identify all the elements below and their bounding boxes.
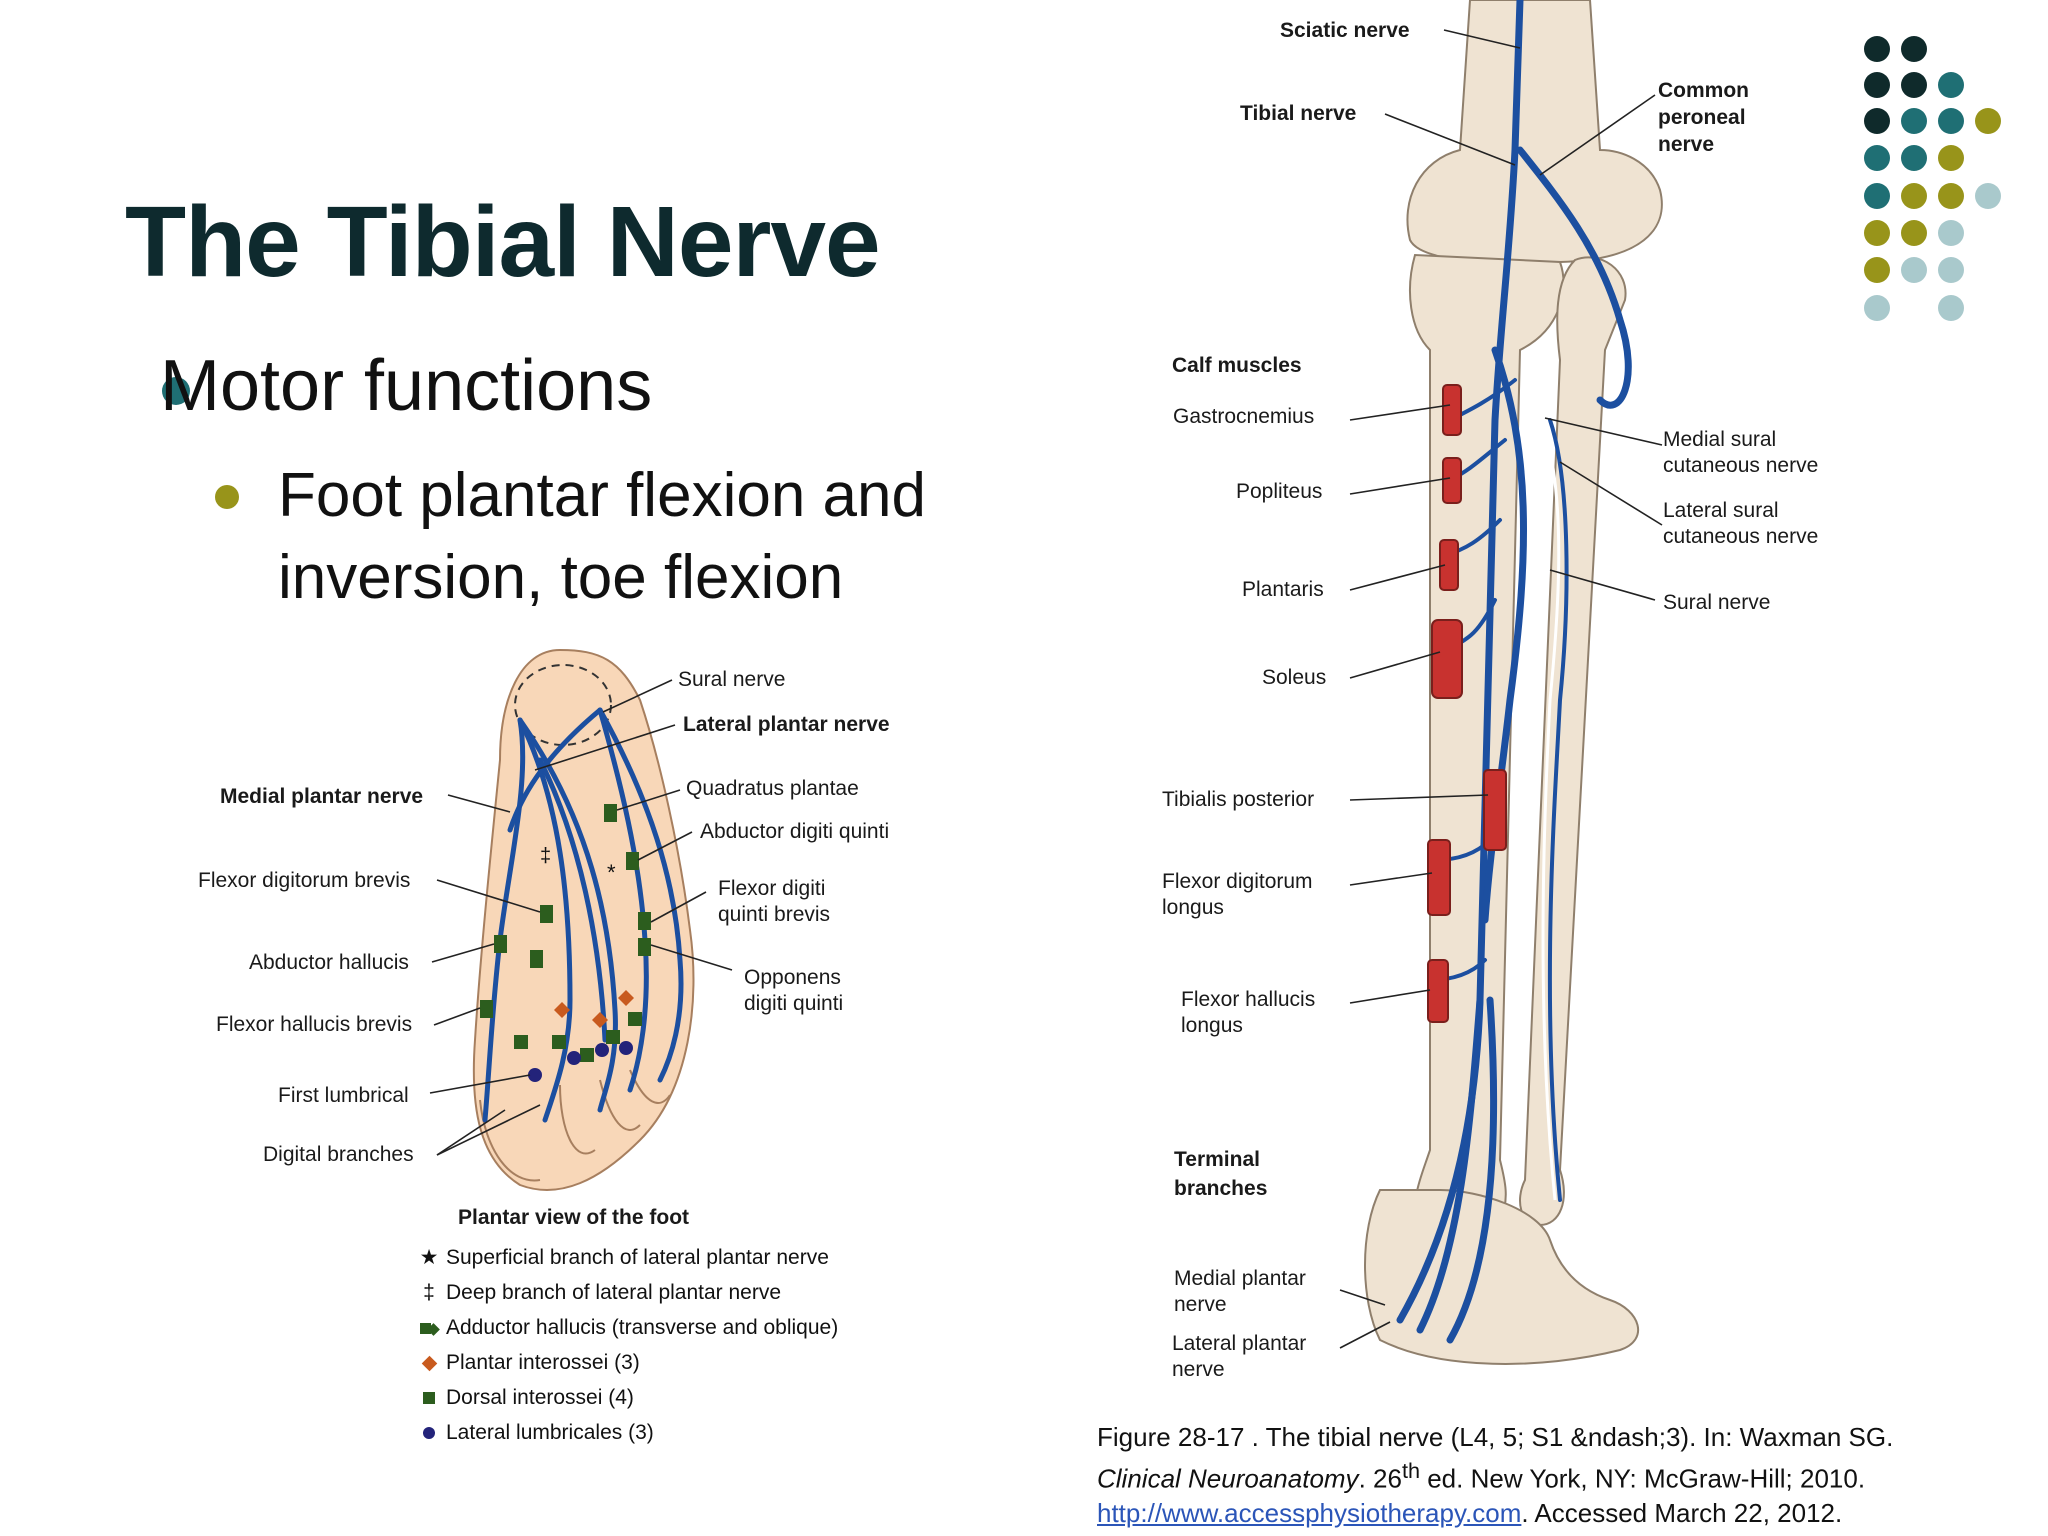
label-line: Medial plantar xyxy=(1174,1267,1306,1290)
source-link[interactable]: http://www.accessphysiotherapy.com xyxy=(1097,1497,1522,1528)
green-square-icon xyxy=(418,1380,440,1415)
bullet-plantar-flexion: Foot plantar flexion and inversion, toe … xyxy=(278,455,926,619)
slide-title: The Tibial Nerve xyxy=(125,186,881,298)
legend-text: Plantar interossei (3) xyxy=(446,1351,640,1374)
label-plantaris: Plantaris xyxy=(1242,578,1324,601)
navy-circle-icon xyxy=(418,1415,440,1450)
label-sciatic-nerve: Sciatic nerve xyxy=(1280,19,1410,42)
bullet-line-2: inversion, toe flexion xyxy=(278,543,844,612)
label-lateral-plantar-nerve-leg: Lateral plantar nerve xyxy=(1172,1331,1306,1383)
label-line: Flexor hallucis xyxy=(1181,988,1316,1011)
label-lateral-sural-cutaneous: Lateral sural cutaneous nerve xyxy=(1663,498,1818,550)
legend-row: ★ Superficial branch of lateral plantar n… xyxy=(418,1240,838,1275)
label-line: cutaneous nerve xyxy=(1663,454,1819,477)
green-square-diamond-icon xyxy=(418,1310,440,1345)
label-tibialis-posterior: Tibialis posterior xyxy=(1162,788,1315,811)
label-line: Opponens xyxy=(744,966,841,989)
label-calf-muscles: Calf muscles xyxy=(1172,354,1302,377)
caption-book-title: Clinical Neuroanatomy xyxy=(1097,1463,1359,1494)
label-medial-sural-cutaneous: Medial sural cutaneous nerve xyxy=(1663,427,1818,479)
foot-leader-lines xyxy=(429,679,733,1156)
label-line: Common xyxy=(1658,79,1749,102)
foot-muscle-markers xyxy=(480,804,651,1082)
label-line: Lateral plantar xyxy=(1172,1332,1307,1355)
bullet-motor-functions: Motor functions xyxy=(160,346,653,426)
leg-leader-lines xyxy=(1339,29,1663,1349)
legend-row: Lateral lumbricales (3) xyxy=(418,1415,838,1450)
legend-row: Plantar interossei (3) xyxy=(418,1345,838,1380)
label-line: Flexor digitorum xyxy=(1162,870,1313,893)
label-sural-nerve-leg: Sural nerve xyxy=(1663,591,1771,614)
caption-line-3: http://www.accessphysiotherapy.com. Acce… xyxy=(1097,1496,1893,1530)
label-line: Medial sural xyxy=(1663,428,1777,451)
label-line: nerve xyxy=(1174,1293,1227,1316)
legend-row: Adductor hallucis (transverse and obliqu… xyxy=(418,1310,838,1345)
legend-text: Superficial branch of lateral plantar ne… xyxy=(446,1246,829,1269)
label-lateral-plantar-nerve: Lateral plantar nerve xyxy=(683,713,890,736)
label-sural-nerve-foot: Sural nerve xyxy=(678,668,786,691)
caption-line-2: Clinical Neuroanatomy. 26th ed. New York… xyxy=(1097,1454,1893,1496)
legend-text: Dorsal interossei (4) xyxy=(446,1386,634,1409)
label-digital-branches: Digital branches xyxy=(263,1143,414,1166)
caption-superscript: th xyxy=(1401,1458,1420,1483)
caption-publisher: ed. New York, NY: McGraw-Hill; 2010. xyxy=(1420,1463,1866,1494)
label-flexor-hallucis-longus: Flexor hallucis longus xyxy=(1181,987,1315,1039)
label-popliteus: Popliteus xyxy=(1236,480,1323,503)
label-line: digiti quinti xyxy=(744,992,844,1015)
label-soleus: Soleus xyxy=(1262,666,1327,689)
heel-outline xyxy=(514,664,612,746)
label-flexor-hallucis-brevis: Flexor hallucis brevis xyxy=(216,1013,413,1036)
caption-edition: . 26 xyxy=(1358,1463,1402,1494)
label-line: nerve xyxy=(1172,1358,1225,1381)
legend-text: Adductor hallucis (transverse and obliqu… xyxy=(446,1316,839,1339)
label-medial-plantar-nerve: Medial plantar nerve xyxy=(220,785,424,808)
label-line: cutaneous nerve xyxy=(1663,525,1819,548)
legend-row: ‡ Deep branch of lateral plantar nerve xyxy=(418,1275,838,1310)
legend-text: Lateral lumbricales (3) xyxy=(446,1421,654,1444)
foot-dagger-mark: ‡ xyxy=(540,845,551,867)
caption-line-1: Figure 28-17 . The tibial nerve (L4, 5; … xyxy=(1097,1422,1894,1452)
label-tibial-nerve: Tibial nerve xyxy=(1240,102,1357,125)
double-dagger-icon: ‡ xyxy=(423,1281,435,1304)
label-line: Lateral sural xyxy=(1663,499,1779,522)
femur-bone xyxy=(1406,0,1663,264)
label-flexor-digiti-quinti-brevis: Flexor digiti quinti brevis xyxy=(718,876,830,928)
label-line: longus xyxy=(1181,1014,1243,1037)
foot-legend-title: Plantar view of the foot xyxy=(458,1206,690,1229)
label-line: longus xyxy=(1162,896,1224,919)
label-line: Flexor digiti xyxy=(718,877,826,900)
label-gastrocnemius: Gastrocnemius xyxy=(1173,405,1315,428)
label-line: branches xyxy=(1174,1177,1268,1200)
ankle-foot-bones xyxy=(1364,1189,1640,1365)
caption-accessed: . Accessed March 22, 2012. xyxy=(1521,1497,1843,1528)
legend-text: Deep branch of lateral plantar nerve xyxy=(446,1281,782,1304)
label-quadratus-plantae: Quadratus plantae xyxy=(686,777,859,800)
star-icon: ★ xyxy=(419,1246,439,1269)
label-line: nerve xyxy=(1658,133,1715,156)
label-line: peroneal xyxy=(1658,106,1746,129)
label-line: quinti brevis xyxy=(718,903,831,926)
figure-caption: Figure 28-17 . The tibial nerve (L4, 5; … xyxy=(1097,1420,1893,1530)
label-terminal-branches: Terminal branches xyxy=(1174,1145,1267,1203)
label-medial-plantar-nerve-leg: Medial plantar nerve xyxy=(1174,1266,1306,1318)
calf-muscle-markers xyxy=(1427,384,1507,1023)
label-flexor-digitorum-brevis: Flexor digitorum brevis xyxy=(198,869,411,892)
foot-star-mark: * xyxy=(607,860,616,885)
bullet-dot-level1 xyxy=(162,377,190,405)
legend-row: Dorsal interossei (4) xyxy=(418,1380,838,1415)
label-abductor-digiti-quinti: Abductor digiti quinti xyxy=(700,820,890,843)
label-common-peroneal-nerve: Common peroneal nerve xyxy=(1658,77,1749,158)
bullet-dot-level2 xyxy=(215,485,239,509)
label-first-lumbrical: First lumbrical xyxy=(278,1084,409,1107)
label-flexor-digitorum-longus: Flexor digitorum longus xyxy=(1162,869,1313,921)
label-abductor-hallucis: Abductor hallucis xyxy=(249,951,409,974)
label-opponens-digiti-quinti: Opponens digiti quinti xyxy=(744,965,843,1017)
foot-legend: ★ Superficial branch of lateral plantar n… xyxy=(418,1240,839,1450)
label-line: Terminal xyxy=(1174,1148,1260,1171)
bullet-line-1: Foot plantar flexion and xyxy=(278,461,926,530)
